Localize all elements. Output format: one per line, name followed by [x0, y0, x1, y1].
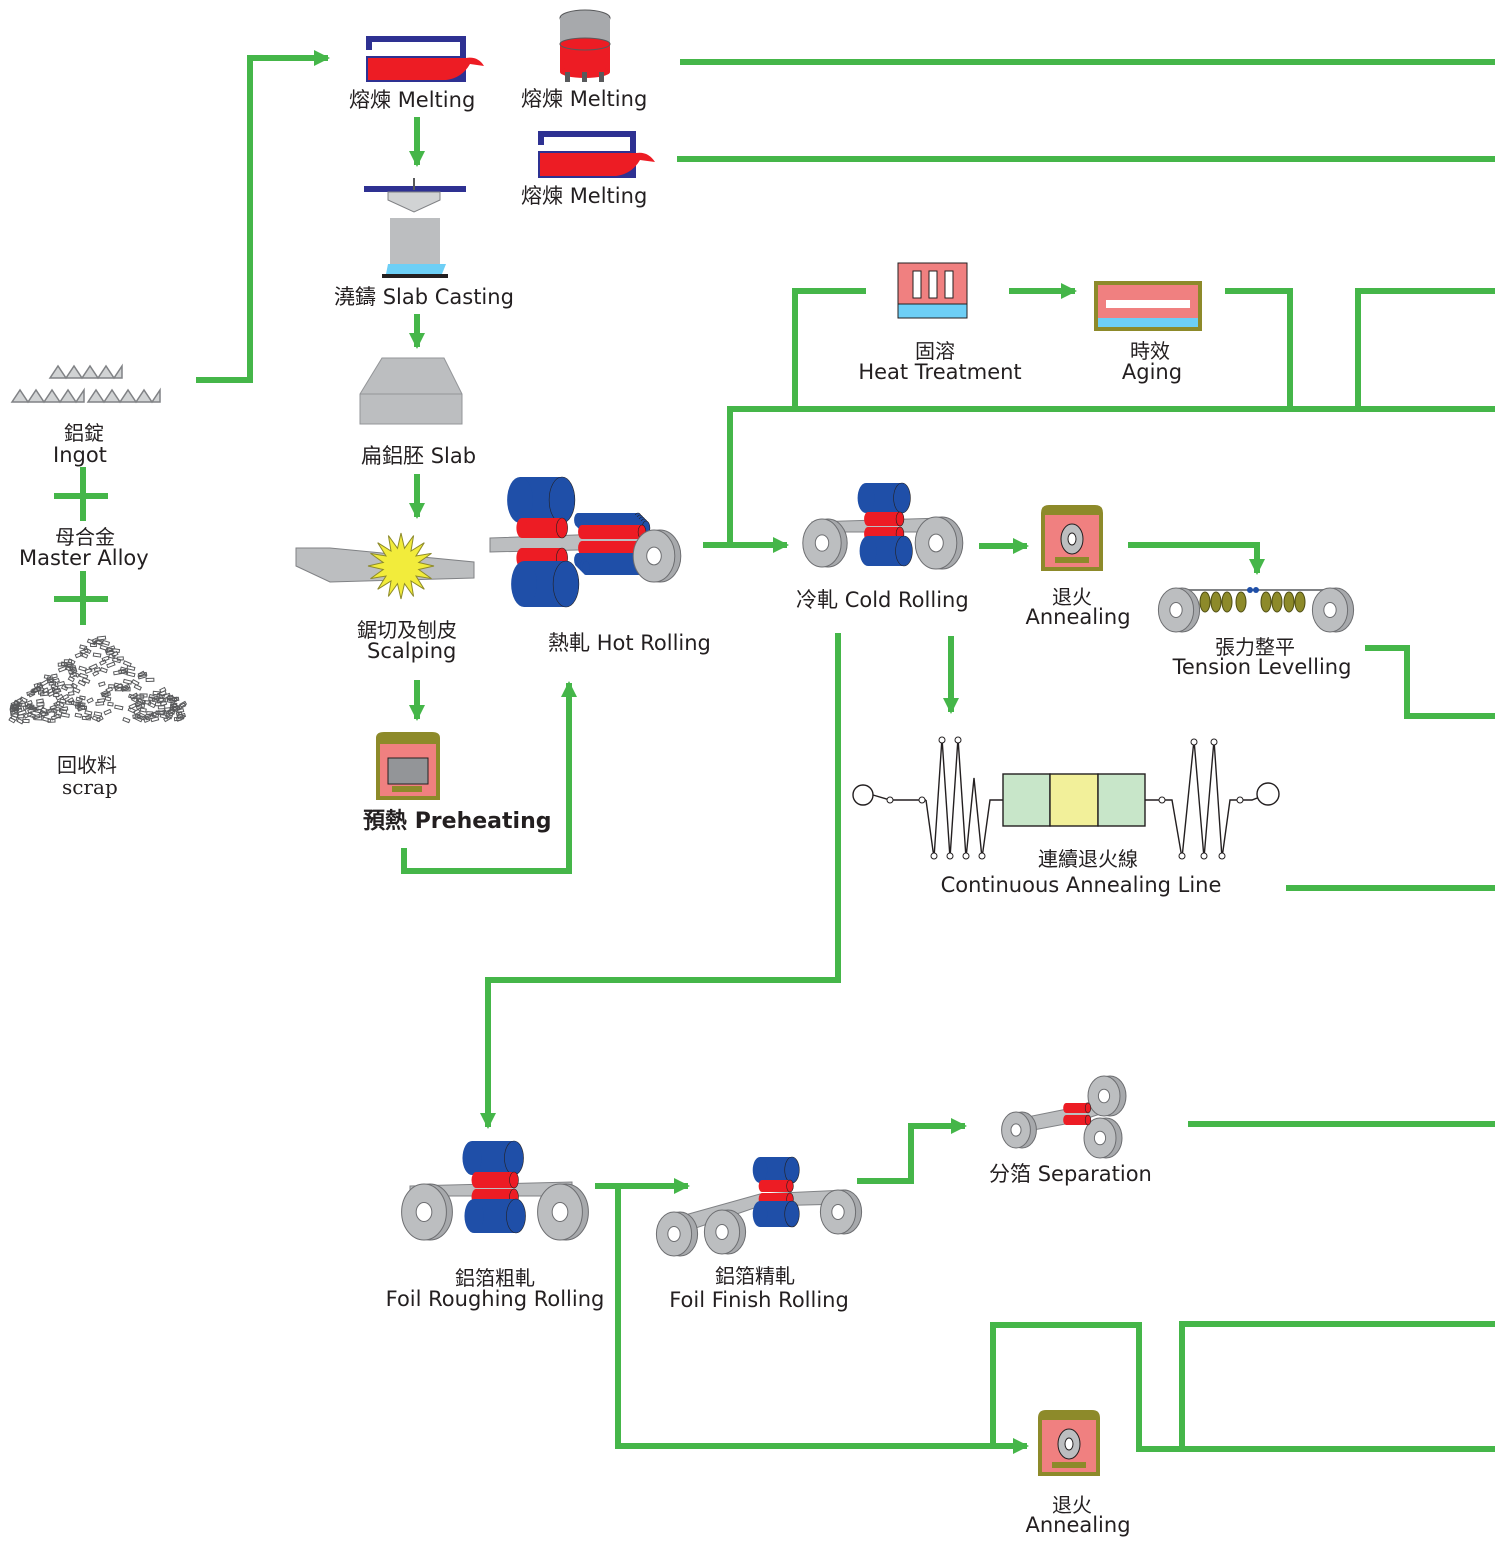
slab-casting-en: Slab Casting — [382, 285, 514, 309]
ingot-label-en: Ingot — [53, 443, 107, 467]
foil-finish-label-zh: 鋁箔精軋 — [715, 1264, 795, 1288]
annealing-furnace-icon — [1041, 505, 1103, 571]
hot-rolling-icon — [489, 476, 682, 608]
foil-finish-icon — [655, 1156, 863, 1257]
melting-2-label: 熔煉 Melting — [521, 89, 647, 110]
cold-rolling-zh: 冷軋 — [796, 588, 838, 612]
flow-hot-to-main — [727, 406, 1495, 545]
melting-1-en: Melting — [397, 88, 476, 112]
continuous-annealing-line-icon — [852, 736, 1280, 860]
melting-3-zh: 熔煉 — [521, 184, 563, 208]
scrap-label-en: scrap — [62, 775, 118, 799]
slab-casting-icon — [364, 178, 466, 278]
scrap-label-zh: 回收料 — [57, 753, 117, 777]
cal-label-zh: 連續退火線 — [1038, 847, 1138, 871]
foil-roughing-label-zh: 鋁箔粗軋 — [455, 1266, 535, 1290]
foil-finish-label-en: Foil Finish Rolling — [669, 1288, 849, 1312]
flow-anneal2-loop — [990, 1322, 1495, 1452]
scalping-label-en: Scalping — [367, 639, 457, 663]
annealing-1-label-zh: 退火 — [1052, 585, 1092, 609]
separation-zh: 分箔 — [989, 1162, 1031, 1186]
annealing-2-label-en: Annealing — [1025, 1513, 1131, 1537]
hot-rolling-en: Hot Rolling — [596, 631, 711, 655]
flow-anneal2-right — [1179, 1321, 1495, 1449]
flow-anneal-to-tension — [1128, 542, 1265, 575]
melting-2-zh: 熔煉 — [521, 87, 563, 111]
flow-lines — [196, 50, 1495, 1454]
melting-3-label: 熔煉 Melting — [521, 186, 647, 207]
slab-icon — [359, 357, 463, 425]
annealing-furnace-icon-2 — [1038, 1410, 1100, 1476]
hot-rolling-zh: 熱軋 — [548, 631, 590, 655]
melting-1-label: 熔煉 Melting — [349, 90, 475, 111]
flow-rough-to-anneal2 — [615, 1186, 1029, 1454]
annealing-1-label-en: Annealing — [1025, 605, 1131, 629]
aging-label-en: Aging — [1121, 360, 1183, 384]
melting-cylinder-icon — [559, 9, 611, 82]
ingot-label-zh: 鋁錠 — [64, 421, 104, 445]
flow-finish-to-separation — [857, 1118, 967, 1184]
tension-levelling-label-en: Tension Levelling — [1172, 655, 1352, 679]
flow-to-heat-treatment — [792, 288, 866, 409]
flow-aging-out — [1225, 288, 1293, 409]
plus-signs — [54, 467, 108, 625]
melting-2-en: Melting — [569, 87, 648, 111]
heat-treatment-label-en: Heat Treatment — [858, 360, 1022, 384]
preheating-zh: 預熱 — [363, 809, 408, 834]
tension-levelling-label-zh: 張力整平 — [1215, 635, 1295, 659]
preheating-label: 預熱 Preheating — [363, 811, 551, 833]
scalping-label-zh: 鋸切及刨皮 — [357, 618, 457, 642]
cold-rolling-icon — [802, 482, 964, 570]
foil-roughing-icon — [401, 1140, 589, 1241]
melting-furnace-icon — [366, 36, 484, 82]
cold-rolling-en: Cold Rolling — [844, 588, 969, 612]
slab-label: 扁鋁胚 Slab — [361, 446, 476, 467]
slab-zh: 扁鋁胚 — [361, 444, 424, 468]
heat-treatment-icon — [897, 262, 968, 319]
flow-preheat-to-hotrolling — [401, 681, 577, 874]
master-alloy-label-zh: 母合金 — [55, 525, 115, 549]
hot-rolling-label: 熱軋 Hot Rolling — [548, 633, 711, 654]
master-alloy-label-en: Master Alloy — [19, 546, 149, 570]
flow-raw-to-melting — [196, 50, 330, 383]
cold-rolling-label: 冷軋 Cold Rolling — [796, 590, 969, 611]
preheating-furnace-icon — [376, 732, 440, 800]
foil-roughing-label-en: Foil Roughing Rolling — [385, 1287, 605, 1311]
slab-en: Slab — [430, 444, 477, 468]
scrap-icon — [8, 635, 188, 725]
scalping-icon — [295, 532, 475, 600]
annealing-2-label-zh: 退火 — [1052, 1493, 1092, 1517]
aging-icon — [1094, 281, 1202, 331]
cal-label-en: Continuous Annealing Line — [940, 873, 1222, 897]
heat-treatment-label-zh: 固溶 — [915, 339, 955, 363]
tension-levelling-icon — [1157, 587, 1355, 633]
slab-casting-zh: 澆鑄 — [334, 285, 376, 309]
flow-tension-out — [1365, 645, 1495, 719]
melting-furnace-icon-2 — [538, 131, 655, 178]
separation-en: Separation — [1037, 1162, 1152, 1186]
separation-icon — [1001, 1075, 1127, 1159]
melting-1-zh: 熔煉 — [349, 88, 391, 112]
slab-casting-label: 澆鑄 Slab Casting — [334, 287, 514, 308]
ingot-icon — [10, 363, 161, 404]
melting-3-en: Melting — [569, 184, 648, 208]
flow-right-loop — [1355, 288, 1495, 409]
flow-cold-to-foil — [480, 633, 841, 1129]
separation-label: 分箔 Separation — [989, 1164, 1152, 1185]
preheating-en: Preheating — [414, 809, 552, 834]
aging-label-zh: 時效 — [1130, 339, 1170, 363]
